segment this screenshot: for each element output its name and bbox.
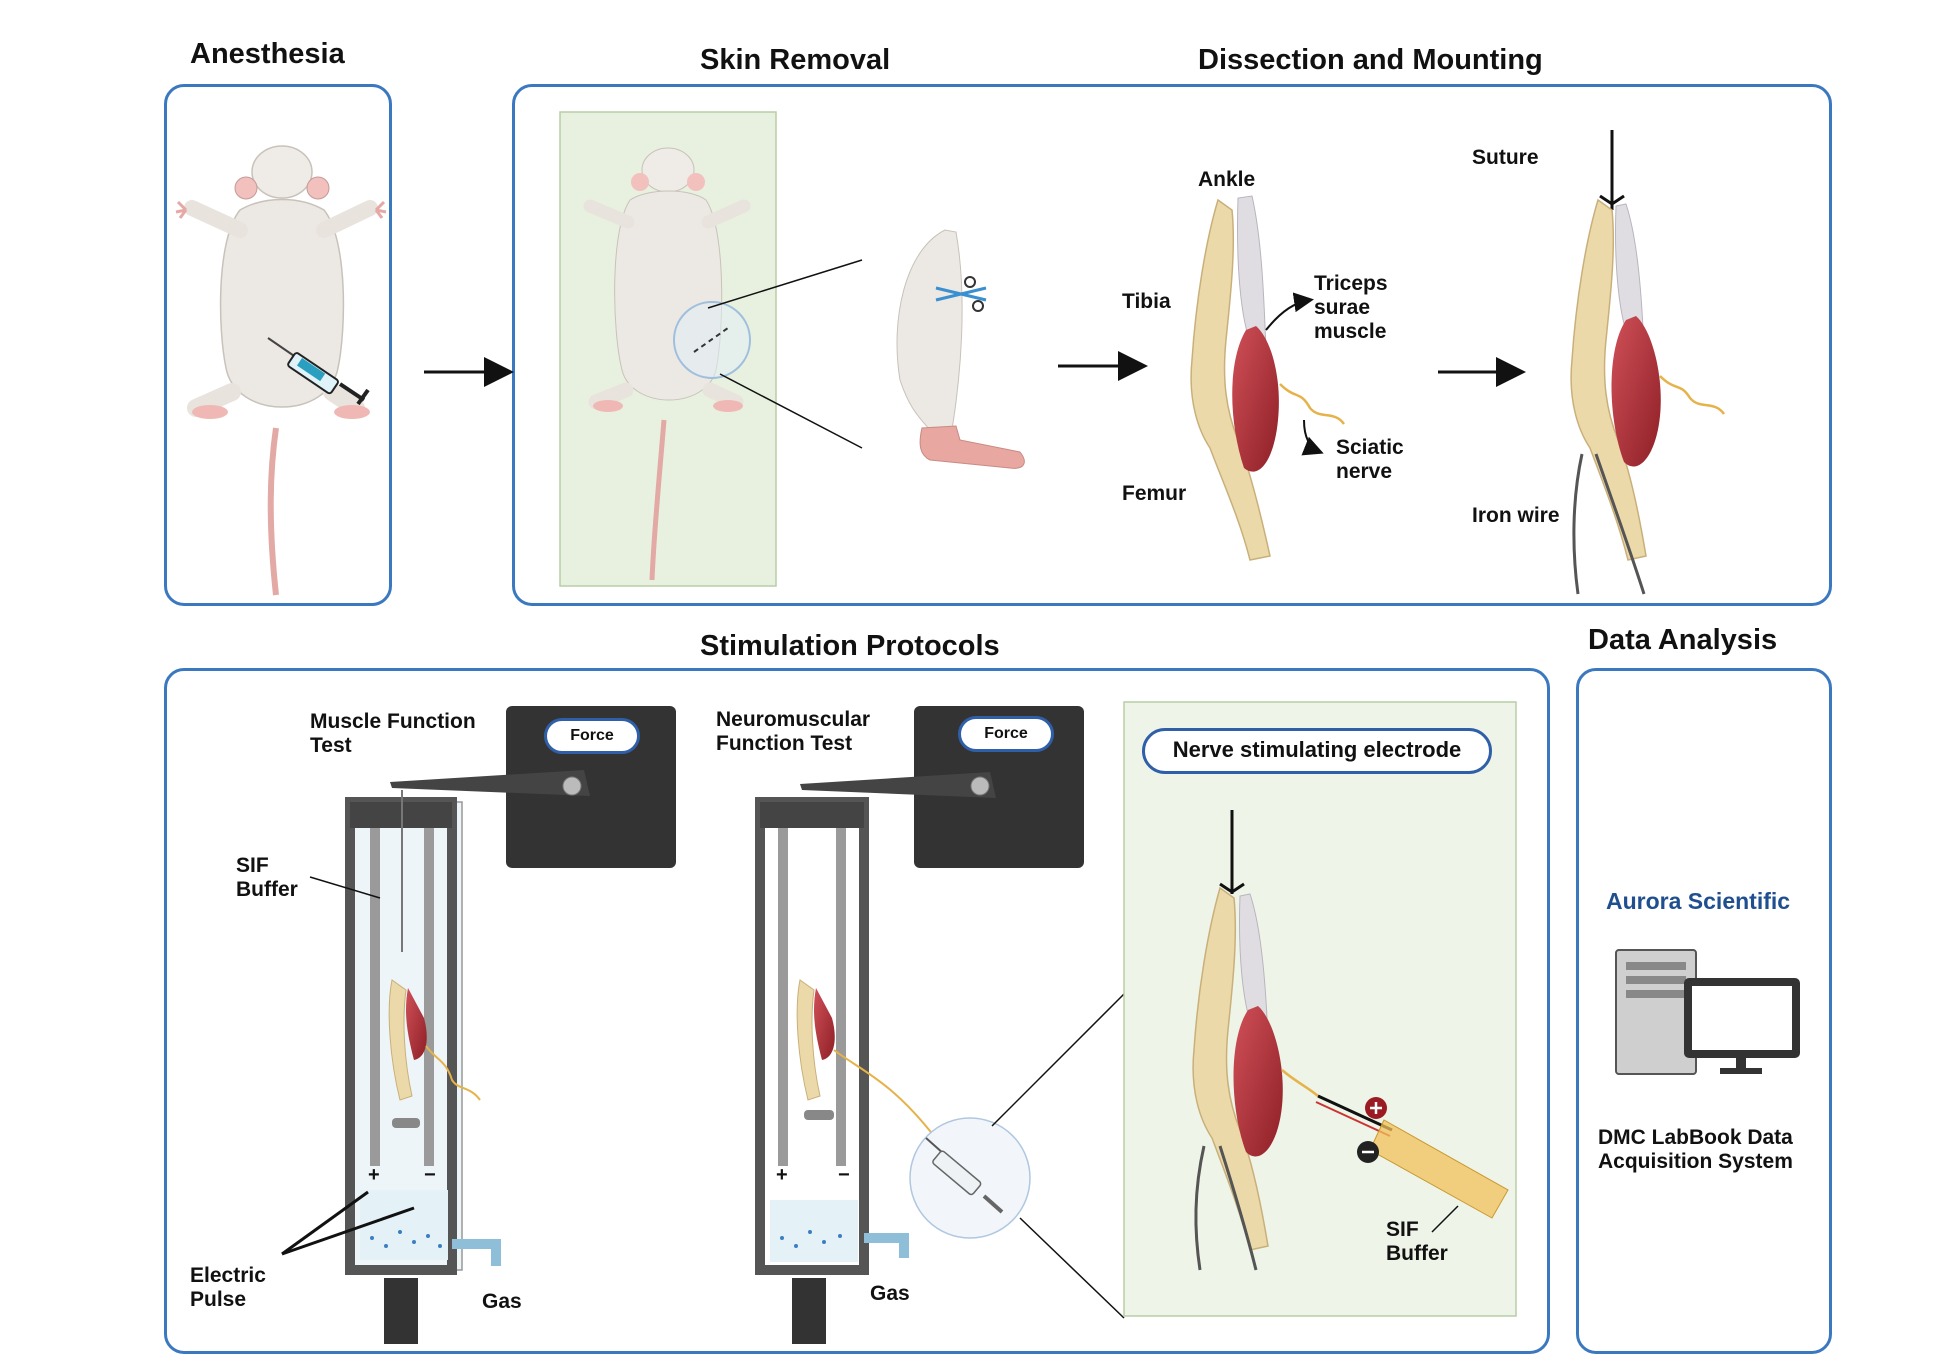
muscle-test-apparatus [281,706,676,1344]
force-label-1: Force [544,718,640,754]
label-electric-pulse: Electric Pulse [190,1264,266,1311]
label-sif-buffer-2: SIF Buffer [1386,1218,1448,1265]
label-femur: Femur [1122,482,1187,505]
label-tibia: Tibia [1122,290,1171,313]
label-software: DMC LabBook Data Acquisition System [1598,1126,1793,1173]
title-stimulation: Stimulation Protocols [700,630,1000,662]
mouse-illustration [175,145,387,596]
nerve-electrode-label: Nerve stimulating electrode [1142,728,1492,774]
brand-aurora: Aurora Scientific [1606,888,1791,914]
label-muscle-test: Muscle Function Test [310,710,476,757]
label-iron-wire: Iron wire [1472,504,1560,527]
label-plus-2: + [776,1164,788,1186]
label-minus-2: − [838,1164,850,1186]
panel-stimulation [164,668,1550,1354]
force-label-2: Force [958,716,1054,752]
title-anesthesia: Anesthesia [190,38,345,70]
panel-data-analysis [1576,668,1832,1354]
label-neuro-test: Neuromuscular Function Test [716,708,871,755]
label-suture: Suture [1472,146,1539,169]
title-dissection: Dissection and Mounting [1198,44,1543,76]
label-plus-1: + [368,1164,380,1186]
leg-dissection-1 [1190,195,1346,561]
label-minus-1: − [424,1164,436,1186]
neuromuscular-test-apparatus [755,706,1125,1344]
label-gas-1: Gas [482,1290,522,1313]
panel-skin-dissection [512,84,1832,606]
syringe-icon [267,337,370,406]
label-gas-2: Gas [870,1282,910,1305]
leg-dissection-2 [1570,130,1726,595]
hindlimb-illustration [896,229,1025,469]
scissors-icon [935,276,987,312]
panel-anesthesia [164,84,392,606]
title-data-analysis: Data Analysis [1588,624,1778,656]
label-sif-buffer-1: SIF Buffer [236,854,298,901]
leg-electrode [1192,810,1509,1271]
label-sciatic: Sciatic nerve [1336,436,1404,483]
syringe-icon-2 [925,1137,1004,1214]
computer-icon [1615,949,1800,1075]
label-triceps: Triceps surae muscle [1314,272,1388,343]
label-ankle: Ankle [1198,168,1256,191]
mouse-illustration-2 [583,147,751,581]
title-skin-removal: Skin Removal [700,44,891,76]
